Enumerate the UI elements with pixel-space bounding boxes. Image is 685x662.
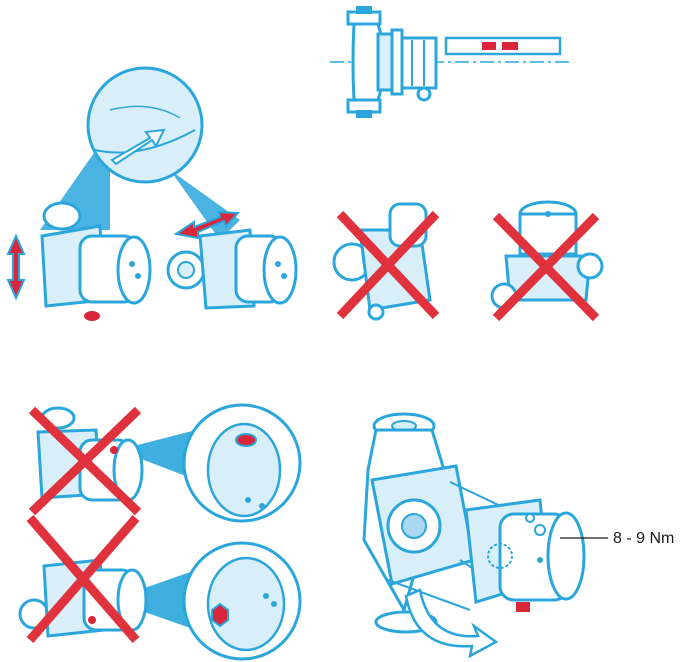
double-arrow-icon [8,236,24,298]
spirit-level [446,38,560,54]
pump-downward-forbidden [492,202,602,308]
exploded-pump-view [364,414,584,632]
side-view-pump [330,6,570,118]
torque-label: 8 - 9 Nm [613,530,674,548]
pump-horizontal-allowed [168,230,296,308]
